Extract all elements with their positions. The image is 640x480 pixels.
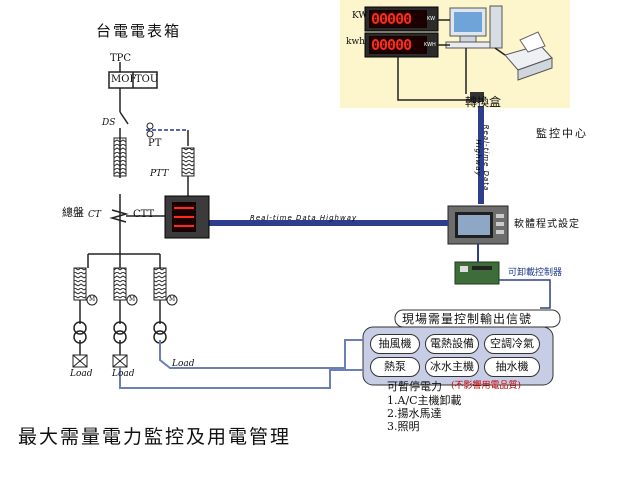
motor-1-label: M: [89, 296, 96, 303]
kwh-row-label: kwh: [346, 37, 365, 47]
panel-wiring: [79, 62, 161, 355]
footer-title: 最大需量電力監控及用電管理: [18, 426, 292, 448]
ctt-label: CTT: [133, 209, 155, 220]
transformer-3: [153, 321, 167, 344]
kw-unit: KW: [427, 16, 436, 22]
converter-label: 轉換盒: [465, 95, 502, 109]
main-fuse: [113, 137, 127, 177]
branch-2-fuse: [113, 267, 127, 301]
control-header-box: [394, 309, 561, 328]
controller-output-line: [499, 279, 551, 309]
ac-button[interactable]: 空調冷氣: [484, 334, 540, 354]
horizontal-data-highway: [208, 220, 448, 226]
main-panel-label: 總盤: [62, 206, 84, 219]
vertical-data-highway: [478, 106, 484, 204]
pt-label: PT: [148, 138, 162, 149]
interruptible-note: (不影響用電品質): [451, 381, 522, 391]
motor-1-icon: [86, 294, 98, 306]
kw-digits: 00000: [371, 10, 412, 28]
mof-label: MOF: [111, 74, 137, 85]
monitor-center-label: 監控中心: [536, 127, 588, 140]
control-header: 現場需量控制輸出信號: [402, 312, 533, 326]
controller-board: [454, 261, 500, 285]
load-3-label: Load: [172, 359, 195, 369]
motor-3-icon: [166, 294, 178, 306]
ds-label: DS: [102, 118, 116, 128]
center-wiring: [397, 19, 506, 101]
pt-symbol: [146, 122, 154, 138]
item-lighting: 3.照明: [387, 420, 420, 433]
load-2-icon: [112, 354, 128, 368]
load-2-label: Load: [112, 369, 135, 379]
converter-box: [470, 92, 484, 102]
ptt-fuse: [181, 147, 195, 177]
power-meter: [164, 195, 210, 239]
printer-icon: [504, 31, 553, 81]
load-signal-2: [159, 339, 363, 369]
controller-terminal: [472, 266, 492, 270]
vertical-highway-label: Real-time Data Highway: [474, 124, 490, 192]
heater-button[interactable]: 電熱設備: [425, 334, 479, 354]
item-pump: 2.揚水馬達: [387, 407, 442, 420]
controller-chip: [460, 266, 468, 272]
hmi-panel: [447, 205, 509, 245]
branch-3-fuse: [153, 267, 167, 301]
chiller-button[interactable]: 冰水主機: [425, 357, 479, 377]
computer-icon: [445, 5, 503, 49]
kw-display: [364, 6, 439, 32]
motor-2-icon: [126, 294, 138, 306]
kw-row-label: KW: [352, 11, 368, 21]
heat-pump-button[interactable]: 熱泵: [370, 357, 420, 377]
load-1-label: Load: [70, 369, 93, 379]
tou-label: TOU: [135, 74, 159, 85]
transformer-2: [113, 321, 127, 344]
interruptible-title: 可暫停電力: [387, 380, 442, 393]
motor-2-label: M: [129, 296, 136, 303]
ptt-label: PTT: [150, 169, 169, 179]
load-1-icon: [72, 354, 88, 368]
panel-title: 台電電表箱: [96, 22, 182, 40]
motor-3-label: M: [169, 296, 176, 303]
horizontal-highway-label: Real-time Data Highway: [250, 214, 358, 222]
ct-label: CT: [88, 210, 101, 220]
tpc-label: TPC: [110, 53, 132, 64]
branch-1-fuse: [73, 267, 87, 301]
kwh-unit: KWH: [424, 42, 436, 48]
pump-button[interactable]: 抽水機: [484, 357, 540, 377]
kwh-digits: 00000: [371, 36, 412, 54]
item-ac: 1.A/C主機卸載: [387, 394, 462, 407]
ct-zigzag: [109, 209, 129, 223]
fan-button[interactable]: 抽風機: [370, 334, 420, 354]
load-signal-1: [119, 367, 363, 389]
transformer-1: [73, 321, 87, 344]
software-setting-label: 軟體程式設定: [514, 219, 580, 230]
controller-label: 可卸載控制器: [508, 268, 563, 278]
